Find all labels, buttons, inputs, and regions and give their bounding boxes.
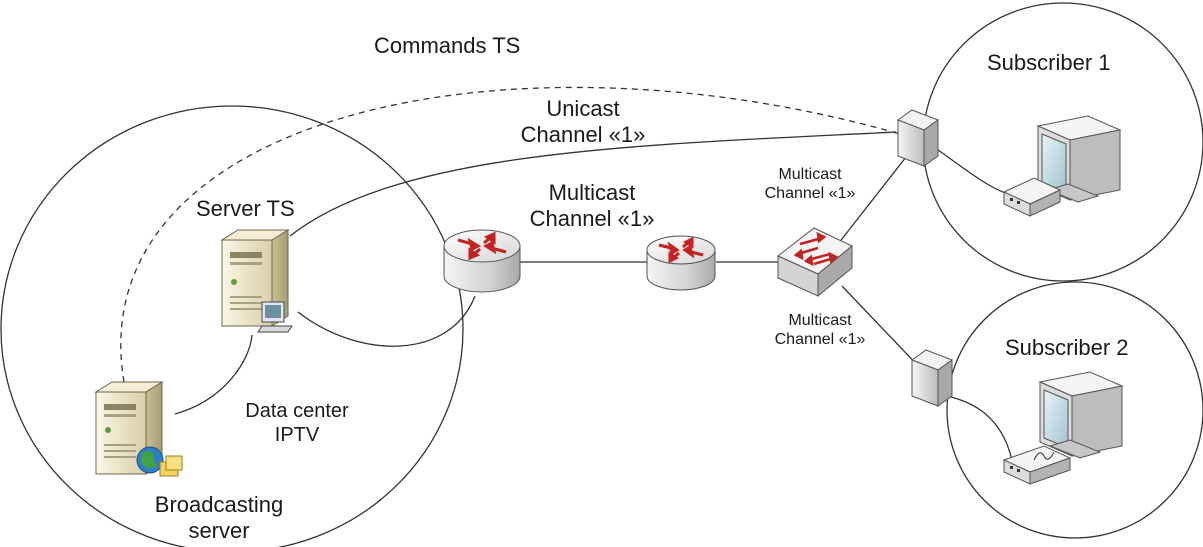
broadcast-server-link — [174, 334, 253, 415]
multicast-lower-line1: Multicast — [788, 312, 852, 329]
subscriber1-text: Subscriber 1 — [987, 50, 1111, 75]
settop2-icon — [1002, 445, 1072, 485]
multicast-main-label: Multicast Channel «1» — [512, 180, 672, 232]
subscriber2-text: Subscriber 2 — [1005, 335, 1129, 360]
multicast-upper-line2: Channel «1» — [764, 184, 856, 202]
broadcasting-server-icon — [94, 381, 183, 477]
multicast-main-line1: Multicast — [548, 180, 636, 205]
settop1-icon — [1002, 177, 1062, 217]
server-ts-label: Server TS — [196, 196, 295, 222]
modem2-icon — [910, 349, 954, 407]
unicast-label-line1: Unicast — [546, 96, 620, 121]
broadcasting-line2: server — [188, 517, 250, 543]
switch-modem2-link — [841, 285, 923, 371]
unicast-label-line2: Channel «1» — [520, 121, 646, 147]
server-router-link — [297, 295, 476, 347]
broadcasting-server-label: Broadcasting server — [134, 492, 304, 544]
switch-icon — [777, 227, 853, 298]
switch-modem1-link — [837, 151, 911, 245]
computer2-icon — [1038, 371, 1124, 459]
multicast-upper-label: Multicast Channel «1» — [750, 166, 870, 204]
commands-ts-text: Commands TS — [374, 33, 521, 58]
unicast-label: Unicast Channel «1» — [503, 96, 663, 148]
commands-ts-label: Commands TS — [374, 33, 520, 59]
data-center-boundary — [0, 105, 464, 547]
data-center-label: Data center IPTV — [232, 400, 362, 447]
router1-icon — [443, 229, 521, 293]
computer1-icon — [1036, 115, 1122, 203]
data-center-line2: IPTV — [274, 423, 320, 446]
subscriber2-label: Subscriber 2 — [1005, 335, 1129, 361]
server-ts-icon — [220, 229, 293, 333]
data-center-line1: Data center — [245, 400, 349, 422]
unicast-link — [289, 131, 897, 237]
subscriber2-boundary — [946, 281, 1203, 539]
subscriber1-label: Subscriber 1 — [987, 50, 1111, 76]
modem1-icon — [896, 109, 940, 167]
multicast-lower-line2: Channel «1» — [774, 330, 866, 348]
multicast-upper-line1: Multicast — [778, 166, 842, 183]
server-ts-text: Server TS — [196, 196, 295, 221]
router2-icon — [646, 235, 716, 291]
multicast-main-line2: Channel «1» — [529, 205, 655, 231]
modem1-settop1-link — [937, 149, 1013, 196]
broadcasting-line1: Broadcasting — [154, 492, 284, 517]
multicast-lower-label: Multicast Channel «1» — [756, 312, 884, 350]
commands-ts-dashed-link — [120, 86, 901, 383]
